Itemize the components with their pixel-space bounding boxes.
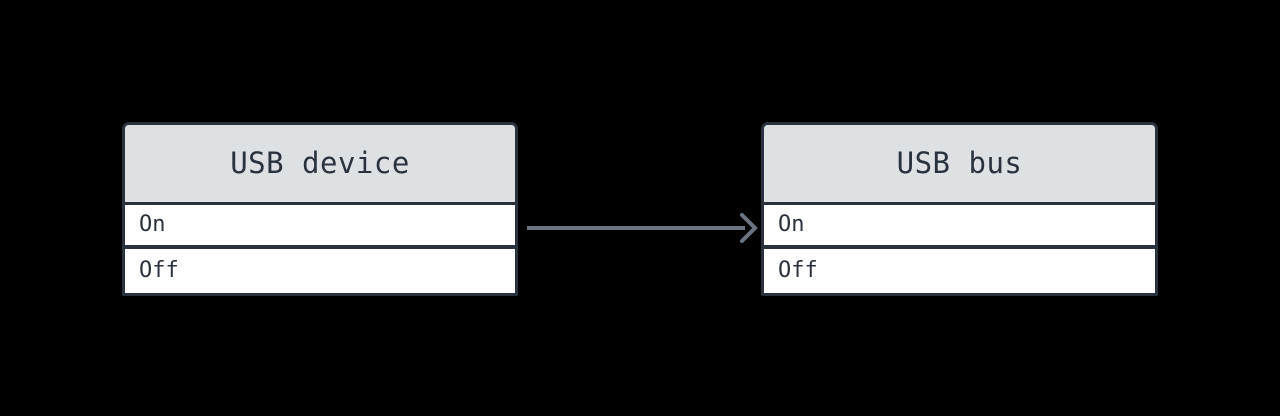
class-attribute-list: On Off [764,205,1155,293]
arrowhead-icon [740,213,758,243]
class-header: USB bus [764,125,1155,205]
class-title: USB bus [896,146,1023,180]
class-attribute-row[interactable]: Off [764,249,1155,293]
class-title: USB device [230,146,410,180]
class-header: USB device [125,125,515,205]
class-attribute-row[interactable]: On [125,205,515,249]
class-attribute-row[interactable]: Off [125,249,515,293]
class-node-usb-bus[interactable]: USB bus On Off [761,122,1158,296]
class-attribute-row[interactable]: On [764,205,1155,249]
class-attribute-list: On Off [125,205,515,293]
class-node-usb-device[interactable]: USB device On Off [122,122,518,296]
edge-usb-device-to-usb-bus[interactable] [527,213,758,243]
